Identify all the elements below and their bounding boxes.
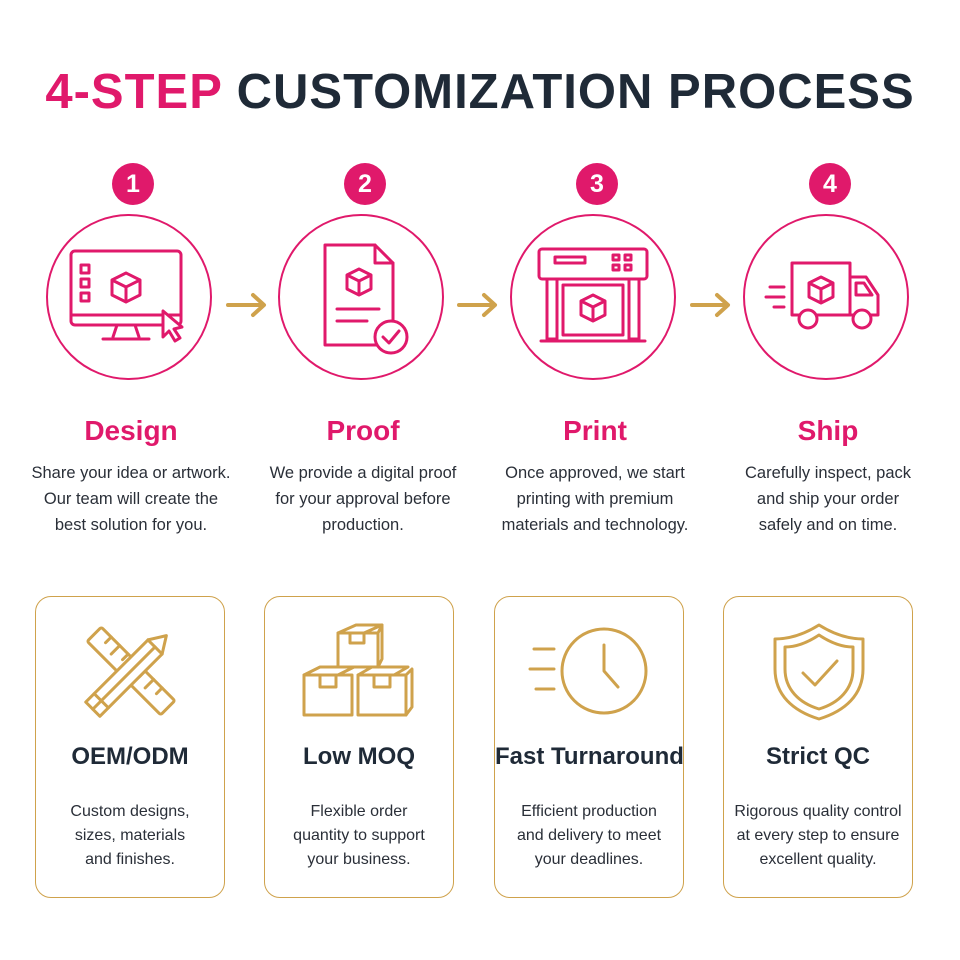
monitor-cube-cursor-icon <box>69 249 184 343</box>
feature-desc-line: your deadlines. <box>534 851 644 868</box>
step-icon-circle <box>46 214 212 380</box>
feature-cards: OEM/ODM Custom designs, sizes, materials… <box>0 596 960 906</box>
step-desc-line: Our team will create the <box>43 490 219 508</box>
feature-desc-line: and finishes. <box>85 851 175 868</box>
step-desc-line: for your approval before <box>275 490 451 508</box>
step-title: Ship <box>797 415 859 446</box>
feature-desc-line: quantity to support <box>293 827 425 844</box>
feature-card-fast-turnaround: Fast Turnaround Efficient production and… <box>494 596 684 898</box>
step-desc-line: Share your idea or artwork. <box>31 464 231 482</box>
fast-clock-icon <box>528 627 648 715</box>
step-title: Proof <box>326 415 400 446</box>
feature-desc-line: Custom designs, <box>70 803 190 820</box>
shield-check-icon <box>773 623 865 721</box>
step-desc-line: best solution for you. <box>54 516 208 534</box>
arrow-right-icon <box>457 293 497 317</box>
ruler-pencil-icon <box>84 626 176 718</box>
step-title: Print <box>563 415 627 446</box>
feature-desc-line: at every step to ensure <box>736 827 900 844</box>
feature-card-low-moq: Low MOQ Flexible order quantity to suppo… <box>264 596 454 898</box>
feature-desc-line: Efficient production <box>521 803 657 820</box>
title-accent: 4-STEP <box>45 65 223 119</box>
feature-title: Fast Turnaround <box>495 743 684 770</box>
feature-description: Rigorous quality control at every step t… <box>724 800 912 872</box>
feature-desc-line: your business. <box>307 851 411 868</box>
arrow-right-icon <box>690 293 730 317</box>
step-desc-line: safely and on time. <box>758 516 898 534</box>
step-desc-line: We provide a digital proof <box>269 464 457 482</box>
feature-title: OEM/ODM <box>71 743 189 770</box>
feature-description: Efficient production and delivery to mee… <box>495 800 683 872</box>
document-check-icon <box>323 243 409 355</box>
feature-description: Flexible order quantity to support your … <box>265 800 453 872</box>
page-title: 4-STEP CUSTOMIZATION PROCESS <box>0 64 960 120</box>
step-desc-line: production. <box>322 516 404 534</box>
delivery-truck-icon <box>764 261 880 330</box>
feature-description: Custom designs, sizes, materials and fin… <box>36 800 224 872</box>
step-description: We provide a digital proof for your appr… <box>248 460 478 538</box>
step-title: Design <box>84 415 178 446</box>
step-description: Share your idea or artwork. Our team wil… <box>16 460 246 538</box>
step-desc-line: Carefully inspect, pack <box>745 464 911 482</box>
step-number-badge: 4 <box>809 163 851 205</box>
feature-desc-line: excellent quality. <box>759 851 877 868</box>
title-rest: CUSTOMIZATION PROCESS <box>236 65 915 119</box>
feature-card-strict-qc: Strict QC Rigorous quality control at ev… <box>723 596 913 898</box>
step-desc-line: Once approved, we start <box>505 464 685 482</box>
step-icon-circle <box>510 214 676 380</box>
step-number-badge: 2 <box>344 163 386 205</box>
boxes-icon <box>302 623 414 717</box>
step-description: Once approved, we start printing with pr… <box>480 460 710 538</box>
feature-desc-line: Flexible order <box>310 803 408 820</box>
feature-desc-line: and delivery to meet <box>516 827 662 844</box>
printer-icon <box>537 247 649 343</box>
step-desc-line: materials and technology. <box>501 516 689 534</box>
feature-desc-line: sizes, materials <box>74 827 186 844</box>
feature-title: Low MOQ <box>303 743 415 770</box>
step-icon-circle <box>743 214 909 380</box>
step-desc-line: and ship your order <box>756 490 900 508</box>
step-number-badge: 1 <box>112 163 154 205</box>
feature-desc-line: Rigorous quality control <box>734 803 902 820</box>
arrow-right-icon <box>226 293 266 317</box>
feature-title: Strict QC <box>765 743 870 770</box>
step-description: Carefully inspect, pack and ship your or… <box>713 460 943 538</box>
step-desc-line: printing with premium <box>516 490 674 508</box>
feature-card-oem-odm: OEM/ODM Custom designs, sizes, materials… <box>35 596 225 898</box>
step-number-badge: 3 <box>576 163 618 205</box>
step-icon-circle <box>278 214 444 380</box>
process-steps: 1 Design Share your idea or artwork. Our… <box>0 160 960 560</box>
